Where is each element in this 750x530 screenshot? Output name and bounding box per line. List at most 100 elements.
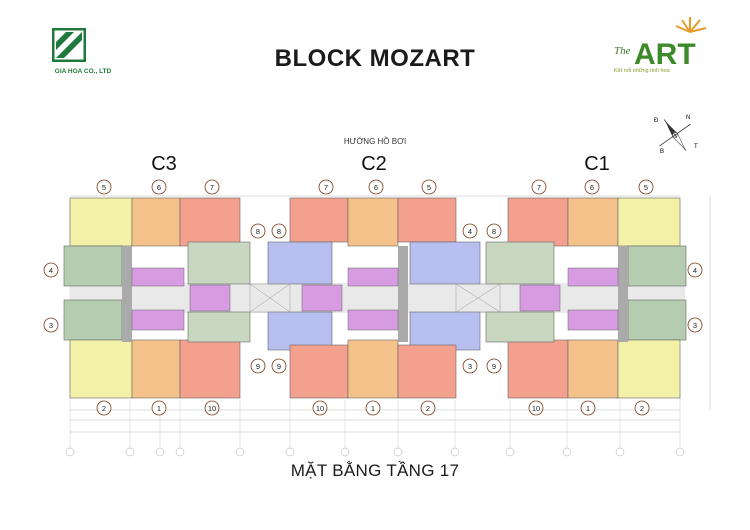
c3-top-label-6: 6 bbox=[157, 183, 161, 192]
c2-unit-8 bbox=[267, 241, 333, 285]
c1-inner-label-8: 8 bbox=[492, 227, 496, 236]
c1-unit-5 bbox=[617, 197, 681, 247]
c3-unit-10 bbox=[179, 339, 241, 399]
c2-core-bottom bbox=[347, 309, 399, 331]
c3-unit-9 bbox=[187, 311, 251, 343]
c3-inner-label-9: 9 bbox=[256, 362, 260, 371]
c3-top-label-7: 7 bbox=[210, 183, 214, 192]
c2-top-label-7: 7 bbox=[324, 183, 328, 192]
c1-core-top bbox=[567, 267, 619, 287]
floor-title: MẶT BẰNG TẦNG 17 bbox=[290, 461, 460, 480]
compass-rose-icon: N Đ B T bbox=[654, 115, 698, 155]
block-label-c1: C1 bbox=[584, 153, 610, 175]
c2-top-label-5: 5 bbox=[427, 183, 431, 192]
c2-shaft bbox=[398, 246, 408, 342]
c1-unit-8 bbox=[485, 241, 555, 285]
c1-side-label-3: 3 bbox=[693, 321, 697, 330]
compass-d: Đ bbox=[654, 118, 659, 124]
top-dimension-lines bbox=[70, 195, 711, 433]
c3-unit-5 bbox=[69, 197, 133, 247]
unit-number-bubbles: 5 6 7 7 6 5 7 6 5 4 3 8 9 8 9 4 3 8 9 4 … bbox=[43, 179, 703, 416]
c3-bottom-label-1: 1 bbox=[157, 404, 161, 413]
c3-inner-label-8: 8 bbox=[256, 227, 260, 236]
c2-unit-9 bbox=[267, 311, 333, 351]
c1-unit-2 bbox=[617, 339, 681, 399]
block-c3 bbox=[63, 197, 251, 399]
c1-top-label-7: 7 bbox=[537, 183, 541, 192]
c3-side-label-4: 4 bbox=[49, 266, 53, 275]
c2-bottom-label-2: 2 bbox=[426, 404, 430, 413]
c3-side-label-3: 3 bbox=[49, 321, 53, 330]
c3-bottom-label-2: 2 bbox=[102, 404, 106, 413]
c2-bottom-label-10: 10 bbox=[316, 404, 324, 413]
c3-shaft bbox=[122, 246, 132, 342]
c1-unit-9 bbox=[485, 311, 555, 343]
c2-unit-4 bbox=[409, 241, 481, 285]
light-wells bbox=[249, 283, 501, 313]
block-label-c2: C2 bbox=[361, 153, 387, 175]
c3-unit-7 bbox=[179, 197, 241, 247]
c1-bottom-label-2: 2 bbox=[640, 404, 644, 413]
c1-core-bottom bbox=[567, 309, 619, 331]
compass-t: T bbox=[694, 144, 698, 150]
c2-unit-10 bbox=[289, 344, 349, 399]
c1-unit-3 bbox=[627, 299, 687, 341]
company-name: GIA HOA CO., LTD bbox=[54, 68, 112, 75]
c3-unit-2 bbox=[69, 339, 133, 399]
compass-b: B bbox=[660, 149, 664, 155]
c2-top-label-6: 6 bbox=[374, 183, 378, 192]
c3-top-label-5: 5 bbox=[102, 183, 106, 192]
c2-core-top bbox=[347, 267, 399, 287]
c3-unit-8 bbox=[187, 241, 251, 285]
c1-bottom-label-1: 1 bbox=[586, 404, 590, 413]
c2-inner-label-9: 9 bbox=[277, 362, 281, 371]
c2-unit-7 bbox=[289, 197, 349, 243]
c3-unit-4 bbox=[63, 245, 123, 287]
gia-hoa-logo-icon bbox=[52, 28, 86, 62]
c2-unit-6 bbox=[347, 197, 399, 247]
c2-stair bbox=[301, 284, 343, 312]
c3-bottom-label-10: 10 bbox=[208, 404, 216, 413]
c2-inner-label-3: 3 bbox=[468, 362, 472, 371]
c1-top-label-5: 5 bbox=[644, 183, 648, 192]
c3-unit-1 bbox=[131, 339, 181, 399]
c1-unit-4 bbox=[627, 245, 687, 287]
brand-art: ART bbox=[634, 38, 696, 70]
c1-bottom-label-10: 10 bbox=[532, 404, 540, 413]
block-c1 bbox=[485, 197, 687, 399]
c1-shaft bbox=[618, 246, 628, 342]
gia-hoa-logo: GIA HOA CO., LTD bbox=[48, 28, 111, 80]
c1-inner-label-9: 9 bbox=[492, 362, 496, 371]
c3-core-top bbox=[131, 267, 185, 287]
block-c2 bbox=[267, 197, 481, 399]
c2-inner-label-4: 4 bbox=[468, 227, 472, 236]
c3-core-bottom bbox=[131, 309, 185, 331]
brand-the: The bbox=[614, 45, 631, 57]
c3-unit-6 bbox=[131, 197, 181, 247]
c3-stair bbox=[189, 284, 231, 312]
c2-unit-5 bbox=[397, 197, 457, 243]
block-label-c3: C3 bbox=[151, 153, 177, 175]
compass-n: N bbox=[686, 115, 690, 121]
brand-slogan: Kết nối những tinh hoa bbox=[614, 68, 670, 74]
c1-unit-6 bbox=[567, 197, 619, 247]
c1-unit-7 bbox=[507, 197, 569, 247]
the-art-logo-icon: The ART bbox=[614, 17, 707, 70]
c2-unit-1 bbox=[347, 339, 399, 399]
c2-unit-3 bbox=[409, 311, 481, 351]
c1-side-label-4: 4 bbox=[693, 266, 697, 275]
c1-top-label-6: 6 bbox=[590, 183, 594, 192]
pool-direction-label: HƯỚNG HỒ BƠI bbox=[343, 137, 407, 146]
c2-bottom-label-1: 1 bbox=[371, 404, 375, 413]
c1-stair bbox=[519, 284, 561, 312]
c1-unit-1 bbox=[567, 339, 619, 399]
the-art-logo: The ART Kết nối những tinh hoa bbox=[612, 14, 712, 78]
c1-unit-10 bbox=[507, 339, 569, 399]
c2-inner-label-8: 8 bbox=[277, 227, 281, 236]
central-corridor bbox=[70, 283, 685, 313]
c2-unit-2 bbox=[397, 344, 457, 399]
page-title: BLOCK MOZART bbox=[274, 45, 476, 72]
c3-unit-3 bbox=[63, 299, 123, 341]
axis-bubbles bbox=[65, 447, 685, 457]
